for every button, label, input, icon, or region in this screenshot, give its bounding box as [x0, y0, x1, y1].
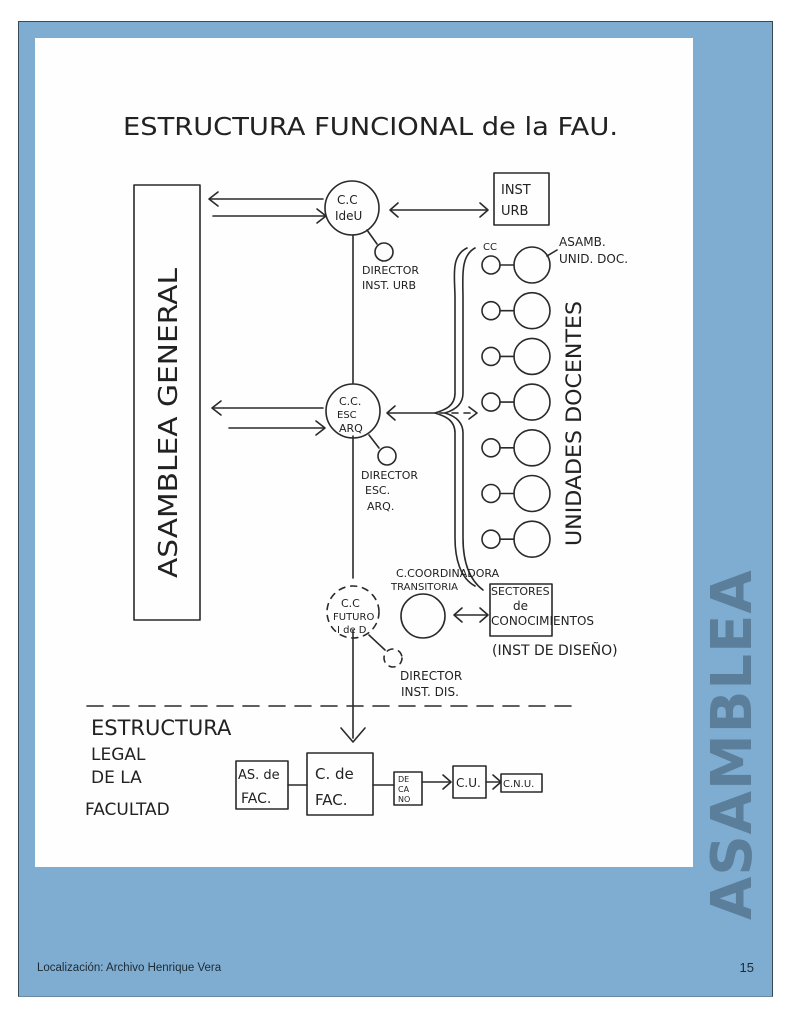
estructura-legal-label: ESTRUCTURA LEGAL DE LA FACULTAD	[85, 716, 232, 820]
sectores-line3: CONOCIMIENTOS	[491, 614, 594, 628]
inst-urb-line1: INST	[501, 183, 531, 198]
unit-assembly-circle	[513, 474, 551, 513]
arrow-ccideu-insturb	[389, 202, 489, 218]
cc-futuro-node: C.C FUTURO I de D	[326, 585, 380, 639]
decano-line3: NO	[398, 795, 410, 804]
director-inst-dis-line1: DIRECTOR	[400, 669, 462, 683]
cc-esc-arq-line1: C.C.	[339, 395, 361, 408]
sectores-box: SECTORES de CONOCIMIENTOS	[489, 583, 594, 637]
estructura-legal-line2: LEGAL	[91, 745, 146, 765]
diagram-title: ESTRUCTURA FUNCIONAL de la FAU.	[123, 112, 618, 141]
inst-urb-box: INST URB	[493, 172, 550, 226]
unidad-docente-row	[481, 383, 551, 421]
cc-esc-arq-line2: ESC	[337, 410, 357, 421]
unit-cc-circle	[481, 529, 501, 550]
brace	[434, 247, 476, 587]
coordinadora-line1: C.COORDINADORA	[396, 567, 500, 580]
as-fac-line1: AS. de	[238, 768, 280, 783]
unit-cc-circle	[481, 483, 501, 504]
cnu-box: C.N.U.	[500, 773, 543, 793]
arrow-down-icon	[340, 727, 366, 743]
c-fac-line1: C. de	[315, 765, 354, 783]
director-inst-urb-line1: DIRECTOR	[362, 264, 419, 277]
as-fac-line2: FAC.	[241, 791, 271, 807]
director-esc-arq-line3: ARQ.	[367, 500, 394, 513]
unidad-docente-row	[481, 428, 551, 467]
unit-cc-circle	[481, 255, 501, 275]
c-fac-box: C. de FAC.	[306, 752, 374, 816]
cc-esc-arq-node: C.C. ESC ARQ	[325, 383, 381, 439]
unidades-docentes-group	[481, 246, 551, 559]
decano-box: DE CA NO	[393, 771, 423, 806]
cc-esc-arq-line3: ARQ	[339, 422, 363, 435]
director-esc-arq-line1: DIRECTOR	[361, 469, 418, 482]
unit-assembly-circle	[513, 291, 551, 330]
unit-assembly-circle	[513, 428, 551, 467]
arrows-asamblea-ccideu	[208, 191, 327, 224]
estructura-legal-line3: DE LA	[91, 768, 142, 788]
sectores-line2: de	[513, 599, 528, 613]
director-inst-urb-line2: INST. URB	[362, 279, 416, 292]
cc-futuro-line2: FUTURO	[333, 612, 374, 623]
unit-cc-circle	[481, 392, 501, 412]
coordinadora-circle	[400, 593, 446, 639]
side-section-title: ASAMBLEA	[700, 569, 765, 920]
arrows-asamblea-ccescarq	[211, 400, 326, 436]
unit-cc-circle	[481, 300, 501, 321]
page-number: 15	[739, 960, 754, 975]
inst-diseno-label: (INST DE DISEÑO)	[492, 642, 618, 659]
image-source-caption: Localización: Archivo Henrique Vera	[37, 962, 222, 974]
sectores-line1: SECTORES	[491, 585, 550, 598]
decano-line1: DE	[398, 775, 409, 784]
unit-assembly-circle	[513, 383, 551, 421]
cc-label: CC	[483, 242, 497, 253]
asamblea-general-label: ASAMBLEA GENERAL	[154, 267, 184, 578]
asamblea-general-box: ASAMBLEA GENERAL	[133, 184, 201, 621]
cnu-label: C.N.U.	[503, 779, 534, 790]
coordinadora-line2: TRANSITORIA	[390, 582, 458, 593]
cc-futuro-line1: C.C	[341, 597, 360, 610]
unit-cc-circle	[481, 346, 501, 367]
unidad-docente-row	[481, 520, 551, 559]
director-esc-arq-line2: ESC.	[365, 484, 390, 497]
decano-line2: CA	[398, 785, 410, 794]
estructura-legal-line1: ESTRUCTURA	[91, 716, 232, 740]
cc-ideu-line2: IdeU	[335, 209, 362, 223]
director-inst-urb-node: DIRECTOR INST. URB	[362, 229, 419, 292]
inst-urb-line2: URB	[501, 204, 528, 219]
scanned-diagram: ESTRUCTURA FUNCIONAL de la FAU. ASAMBLEA…	[35, 38, 693, 867]
unidad-docente-row	[481, 246, 551, 284]
unidad-docente-row	[481, 474, 551, 513]
director-inst-dis-line2: INST. DIS.	[401, 685, 459, 699]
unit-assembly-circle	[513, 246, 551, 284]
unidades-docentes-label: UNIDADES DOCENTES	[562, 301, 586, 546]
cu-box: C.U.	[452, 765, 487, 799]
unit-assembly-circle	[513, 337, 551, 376]
cu-label: C.U.	[456, 776, 481, 790]
unidad-docente-row	[481, 337, 551, 376]
estructura-legal-line4: FACULTAD	[85, 800, 170, 820]
cc-ideu-line1: C.C	[337, 193, 358, 207]
unidad-docente-row	[481, 291, 551, 330]
unit-cc-circle	[481, 437, 501, 458]
asamb-label-line1: ASAMB.	[559, 235, 606, 249]
unit-assembly-circle	[513, 520, 551, 559]
cc-futuro-line3: I de D	[337, 625, 367, 636]
asamb-label-line2: UNID. DOC.	[559, 252, 628, 266]
cc-ideu-node: C.C IdeU	[324, 180, 380, 236]
as-fac-box: AS. de FAC.	[235, 760, 289, 810]
c-fac-line2: FAC.	[315, 791, 348, 809]
director-inst-dis-node: DIRECTOR INST. DIS.	[368, 634, 462, 699]
director-esc-arq-node: DIRECTOR ESC. ARQ.	[361, 434, 418, 513]
